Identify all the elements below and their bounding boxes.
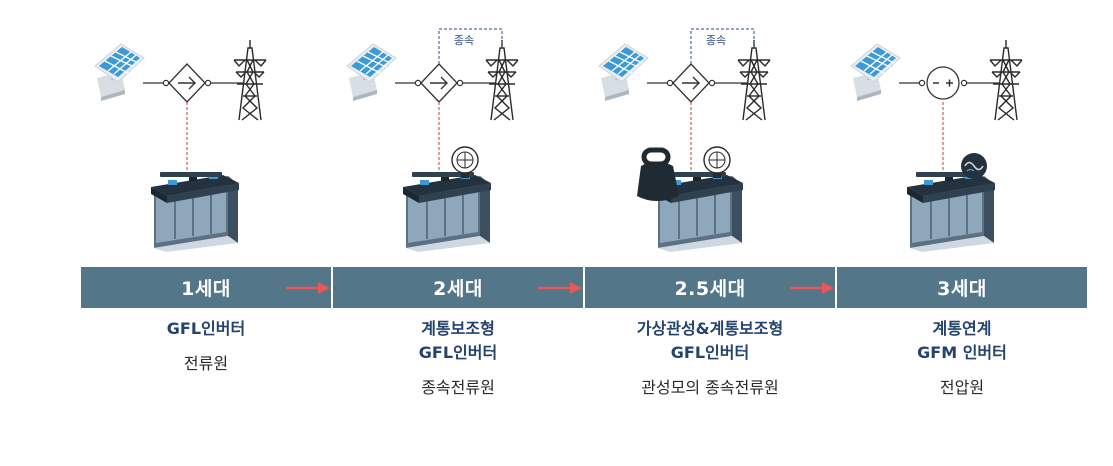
inverter-type-line: 가상관성&계통보조형: [636, 319, 784, 338]
gen-2-5-schematic: 종속: [598, 28, 771, 252]
inverter-type-line: 계통연계: [932, 319, 992, 338]
dependent-label: 종속: [454, 34, 474, 47]
transmission-tower-icon: [233, 40, 267, 121]
voltage-source-icon: [918, 66, 968, 100]
solar-panel-icon: [598, 43, 649, 101]
inverter-type-line: GFM 인버터: [917, 343, 1007, 362]
solar-panel-icon: [346, 43, 397, 101]
inverter-type-line: GFL인버터: [166, 319, 246, 338]
arrow-right-icon: [790, 282, 834, 294]
inverter-icon: [162, 63, 212, 103]
grid-support-icon: [451, 146, 479, 178]
source-type: 종속전류원: [421, 378, 495, 397]
battery-icon: [151, 172, 239, 252]
source-type: 관성모의 종속전류원: [641, 378, 779, 397]
transmission-tower-icon: [989, 40, 1023, 121]
gen-3-label-banner: 3세대: [837, 267, 1087, 308]
inverter-icon: [666, 63, 716, 103]
source-type: 전류원: [183, 354, 229, 373]
dependent-control-box: 종속: [438, 28, 503, 64]
dependent-control-box: 종속: [690, 28, 755, 64]
grid-forming-icon: [961, 153, 987, 179]
transmission-tower-icon: [737, 40, 771, 121]
inertia-weight-icon: [637, 147, 679, 201]
gen-1-schematic: [94, 40, 267, 252]
gen-2-schematic: 종속: [346, 28, 519, 252]
grid-support-icon: [703, 146, 731, 178]
battery-icon: [907, 172, 995, 252]
inverter-type-line: GFL인버터: [418, 343, 498, 362]
battery-icon: [403, 172, 491, 252]
inverter-icon: [414, 63, 464, 103]
dependent-label: 종속: [706, 34, 726, 47]
gen-3-schematic: [850, 40, 1023, 252]
transmission-tower-icon: [485, 40, 519, 121]
solar-panel-icon: [94, 43, 145, 101]
inverter-type-line: GFL인버터: [670, 343, 750, 362]
inverter-type-line: 계통보조형: [421, 319, 495, 338]
arrow-right-icon: [286, 282, 330, 294]
source-type: 전압원: [939, 378, 985, 397]
solar-panel-icon: [850, 43, 901, 101]
arrow-right-icon: [538, 282, 582, 294]
